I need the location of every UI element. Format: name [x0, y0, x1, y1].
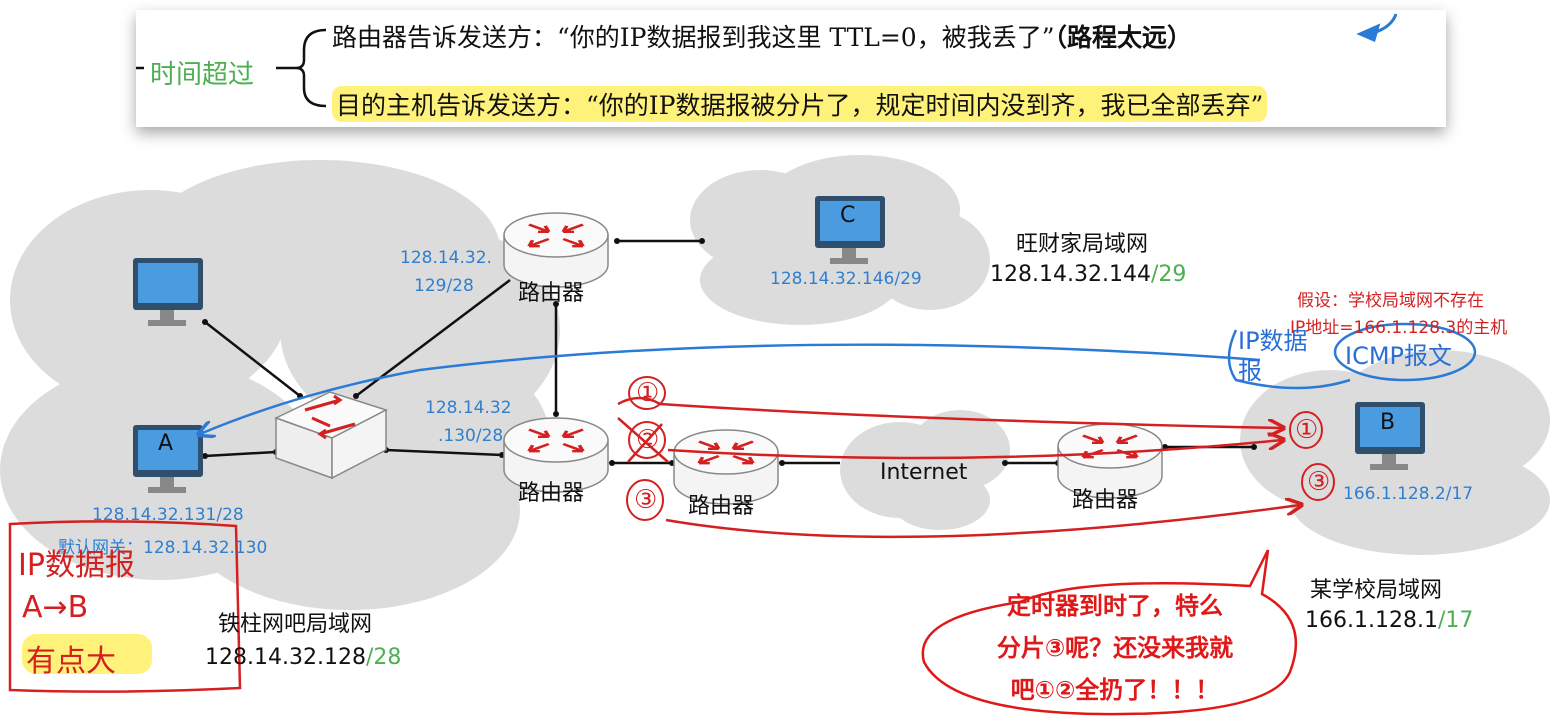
note-line2: A→B	[22, 590, 89, 625]
fragment-2-label: ②	[636, 425, 660, 455]
cloud-internet	[840, 410, 1010, 530]
bubble-line3: 吧①②全扔了！！！	[1010, 676, 1220, 704]
router-top-name: 路由器	[518, 281, 585, 306]
router-right1-icon	[673, 429, 779, 505]
assumption-line2: IP地址=166.1.128.3的主机	[1290, 318, 1508, 338]
computer-b-icon	[1355, 402, 1425, 470]
banner-line-router: 路由器告诉发送方：“你的IP数据报到我这里 TTL=0，被我丢了”（路程太远）	[332, 18, 1192, 54]
internet-label: Internet	[880, 460, 968, 485]
note-line3: 有点大	[26, 644, 116, 679]
speech-bubble	[921, 549, 1298, 716]
note-box	[8, 520, 242, 693]
school-net-addr: 166.1.128.1/17	[1305, 608, 1474, 633]
router-mid-ip-line1: 128.14.32	[425, 398, 512, 418]
host-a-ip: 128.14.32.131/28	[92, 505, 244, 525]
wangcai-net-addr: 128.14.32.144/29	[990, 262, 1187, 287]
tiezhu-net-addr: 128.14.32.128/28	[205, 645, 402, 670]
router-right2-icon	[1057, 423, 1163, 499]
links	[204, 239, 1254, 465]
note-line1: IP数据报	[18, 548, 135, 583]
banner-line1-bold: （路程太远）	[1054, 23, 1192, 52]
tiezhu-net-name: 铁柱网吧局域网	[218, 612, 373, 637]
router-top-ip-line2: 129/28	[414, 276, 474, 296]
fragment-3-label: ③	[634, 485, 658, 515]
router-mid-ip-line2: .130/28	[438, 426, 504, 446]
wangcai-net-name: 旺财家局域网	[1016, 232, 1149, 257]
icmp-message-label: ICMP报文	[1345, 342, 1453, 370]
host-a-gateway: 默认网关：128.14.32.130	[58, 538, 268, 558]
assumption-line1: 假设：学校局域网不存在	[1297, 291, 1484, 311]
fragment-paths	[617, 396, 1300, 539]
router-mid-name: 路由器	[518, 481, 585, 506]
switch-icon	[274, 391, 388, 480]
router-top-ip-line1: 128.14.32.	[400, 248, 492, 268]
fragment-1-arrived: ①	[1295, 415, 1319, 445]
school-net-name: 某学校局域网	[1310, 578, 1443, 603]
banner-category: 时间超过	[150, 60, 255, 90]
definition-banner: 时间超过 路由器告诉发送方：“你的IP数据报到我这里 TTL=0，被我丢了”（路…	[136, 10, 1446, 127]
router-top-icon	[503, 212, 609, 288]
host-c-ip: 128.14.32.146/29	[770, 269, 922, 289]
host-a-label: A	[158, 431, 174, 456]
banner-line-host: 目的主机告诉发送方：“你的IP数据报被分片了，规定时间内没到齐，我已全部丢弃”	[332, 86, 1268, 122]
router-right2-name: 路由器	[1072, 488, 1139, 513]
router-right1-name: 路由器	[688, 494, 755, 519]
fragment-1-label: ①	[636, 378, 660, 408]
fragment-3-arrived: ③	[1307, 467, 1331, 497]
brace-icon	[136, 28, 327, 108]
icmp-arrow	[200, 322, 1477, 434]
router-mid-icon	[503, 417, 609, 493]
bubble-line1: 定时器到时了，特么	[1007, 592, 1223, 620]
bubble-line2: 分片③呢？还没来我就	[996, 634, 1234, 662]
icmp-ip-datagram-label: IP数据报	[1238, 327, 1308, 385]
host-c-label: C	[840, 203, 856, 228]
host-b-label: B	[1380, 410, 1396, 435]
host-b-ip: 166.1.128.2/17	[1343, 484, 1474, 504]
computer-a-icon	[133, 425, 203, 493]
corner-arrow-icon	[1356, 13, 1398, 43]
note-highlight	[22, 634, 152, 674]
fragment-circles	[626, 376, 1335, 521]
computer-plain-icon	[133, 258, 203, 326]
computer-c-icon	[815, 196, 885, 264]
banner-line1-text: 路由器告诉发送方：“你的IP数据报到我这里 TTL=0，被我丢了”	[332, 23, 1055, 52]
